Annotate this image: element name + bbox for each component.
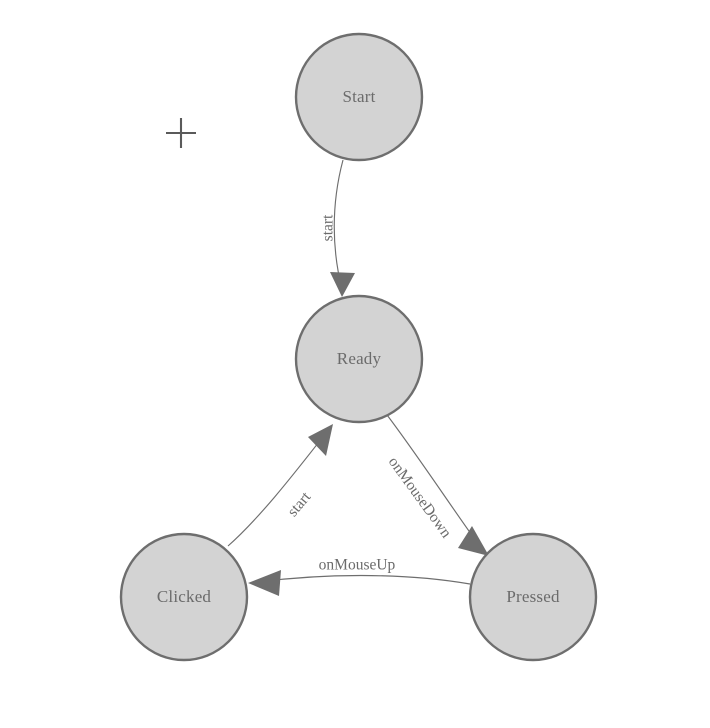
edge-pressed-to-clicked[interactable]: onMouseUp	[248, 557, 471, 596]
crosshair-icon	[166, 118, 196, 148]
node-ready-circle[interactable]	[294, 294, 424, 424]
edge-path-pressed-to-clicked	[257, 574, 471, 585]
edge-label-clicked-to-ready: start	[284, 488, 315, 520]
node-ready[interactable]: Ready	[294, 294, 424, 424]
edge-label-start-to-ready: start	[320, 214, 337, 241]
node-start-label: Start	[342, 87, 375, 106]
node-clicked-label: Clicked	[157, 587, 212, 606]
edge-label-ready-to-pressed: onMouseDown	[385, 454, 455, 542]
node-pressed-circle[interactable]	[468, 532, 598, 662]
node-clicked-circle[interactable]	[119, 532, 249, 662]
node-start[interactable]: Start	[294, 32, 424, 162]
node-ready-label: Ready	[337, 349, 382, 368]
edge-start-to-ready[interactable]: start	[320, 159, 355, 297]
node-clicked[interactable]: Clicked	[119, 532, 249, 662]
edge-path-clicked-to-ready	[227, 432, 327, 547]
edge-label-pressed-to-clicked: onMouseUp	[319, 557, 396, 574]
edge-ready-to-pressed[interactable]: onMouseDown	[383, 410, 489, 556]
node-pressed[interactable]: Pressed	[468, 532, 598, 662]
edge-clicked-to-ready[interactable]: start	[227, 424, 333, 547]
node-start-circle[interactable]	[294, 32, 424, 162]
arrowhead-into-ready-from-start	[330, 272, 355, 297]
arrowhead-into-ready-from-clicked	[308, 424, 333, 456]
arrowhead-into-pressed	[458, 526, 489, 556]
arrowhead-into-clicked	[248, 570, 281, 596]
node-pressed-label: Pressed	[506, 587, 560, 606]
